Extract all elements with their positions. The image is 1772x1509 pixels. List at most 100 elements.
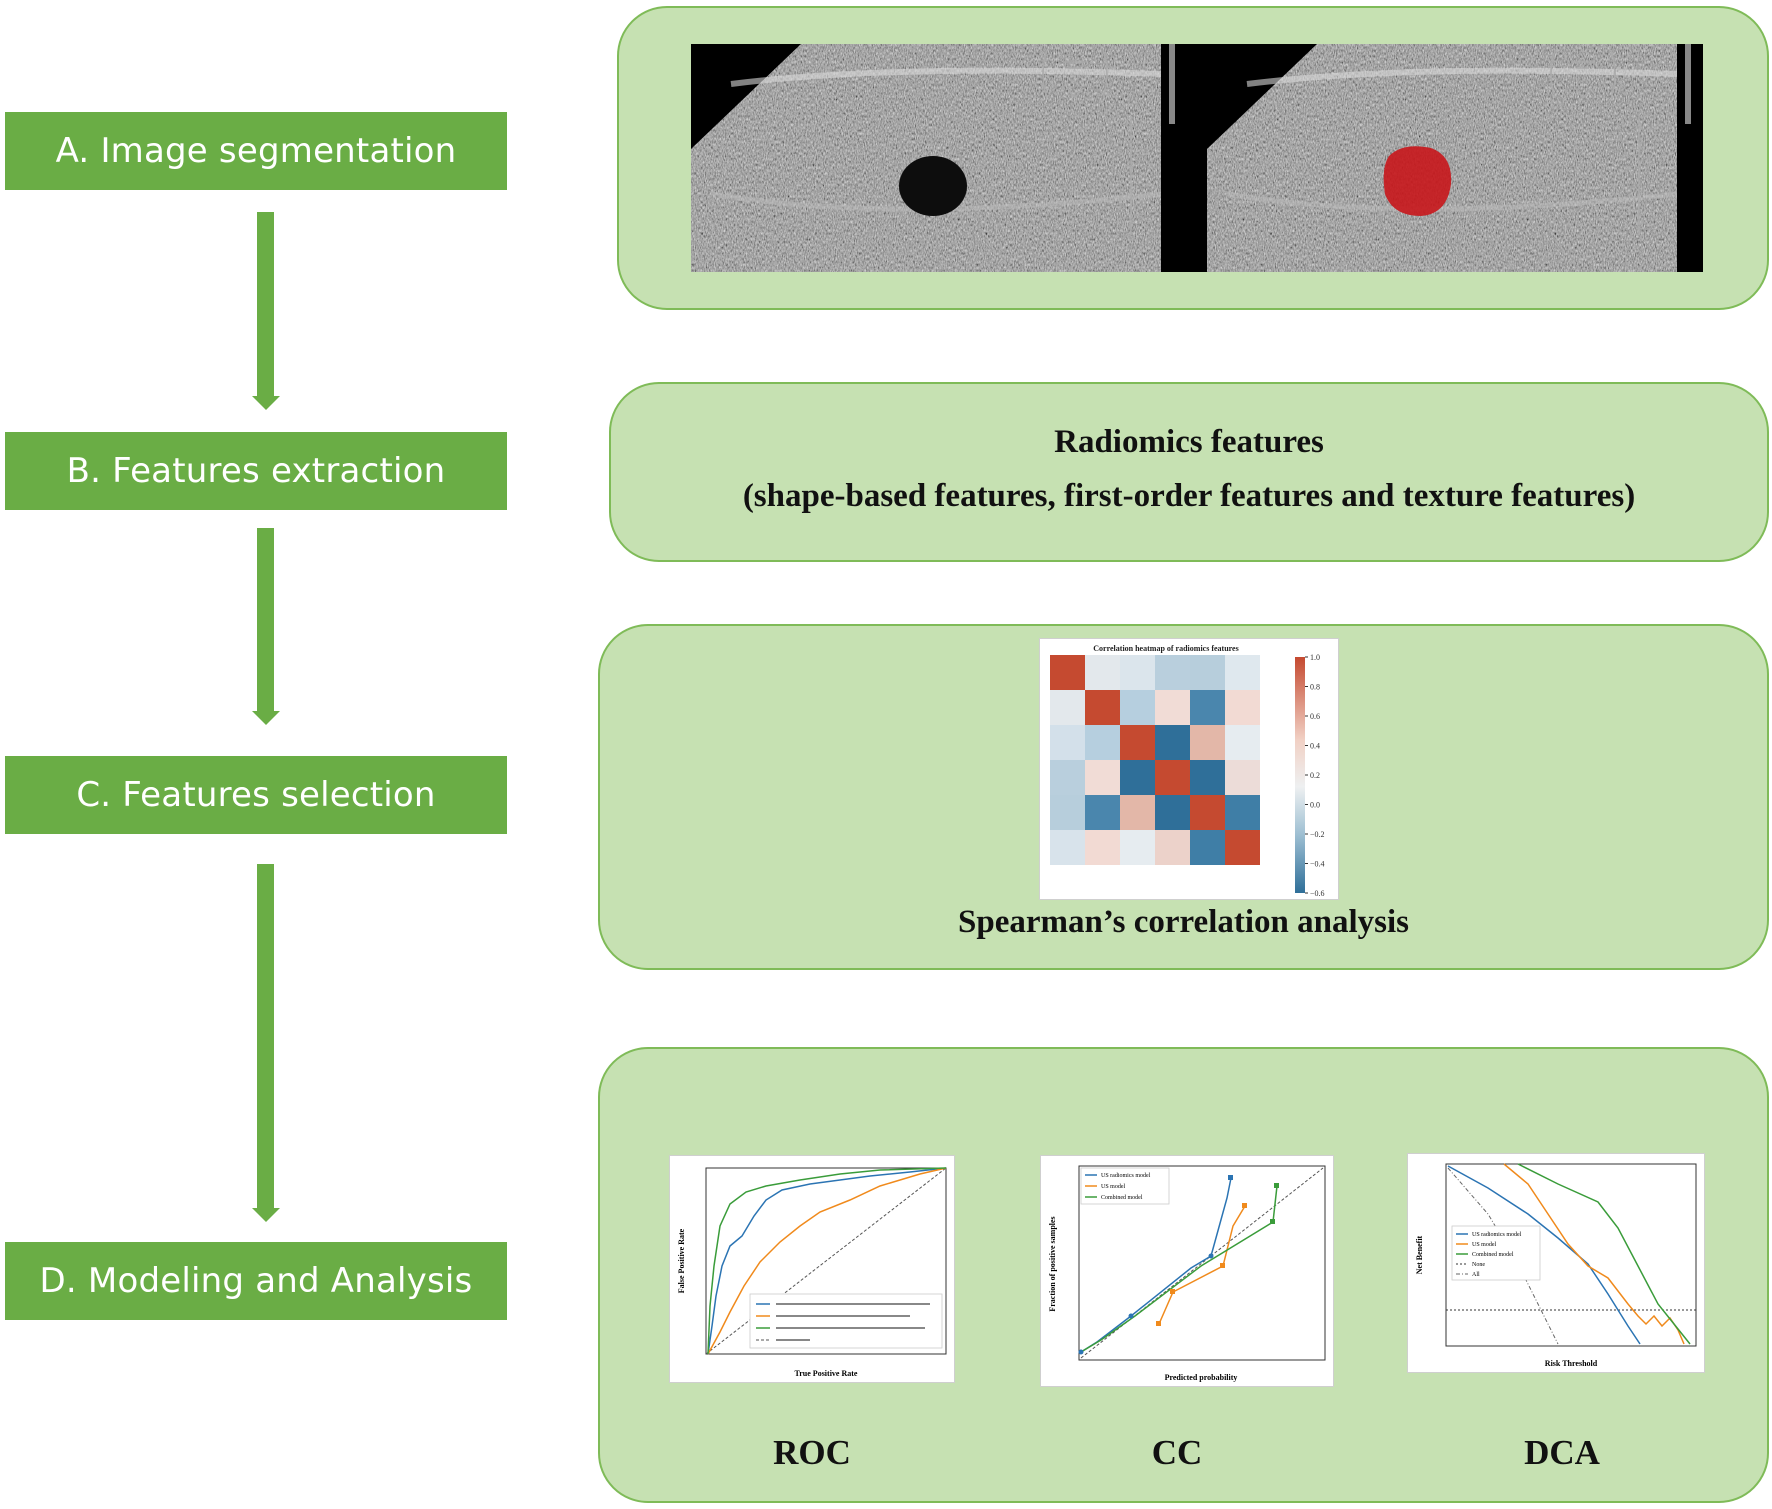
colorbar [1295, 657, 1305, 893]
heatmap-cell [1085, 725, 1120, 760]
panel-features-extraction: Radiomics features (shape-based features… [609, 382, 1769, 562]
arrowhead-c-to-d [252, 1208, 280, 1222]
colorbar-tick-label: 1.0 [1310, 653, 1320, 662]
colorbar-tick-label: −0.2 [1310, 830, 1325, 839]
panel-features-selection: Correlation heatmap of radiomics feature… [598, 624, 1769, 970]
dca-plot: US radiomics model US model Combined mod… [1407, 1153, 1705, 1373]
correlation-heatmap-figure: Correlation heatmap of radiomics feature… [1039, 638, 1339, 900]
panel-image-segmentation [617, 6, 1769, 310]
heatmap-cell [1085, 795, 1120, 830]
roc-curve-combined [707, 1167, 947, 1355]
heatmap-cell [1050, 690, 1085, 725]
arrow-b-to-c [257, 528, 274, 713]
dca-curve-us [1503, 1163, 1685, 1345]
heatmap-cell [1225, 725, 1260, 760]
heatmap-cell [1190, 725, 1225, 760]
arrow-a-to-b [257, 212, 274, 398]
colorbar-tick-label: 0.4 [1310, 742, 1320, 751]
heatmap-cell [1085, 830, 1120, 865]
heatmap-cell [1050, 760, 1085, 795]
heatmap-cell [1225, 655, 1260, 690]
step-d-label: D. Modeling and Analysis [39, 1261, 473, 1301]
heatmap-cell [1190, 655, 1225, 690]
heatmap-cell [1050, 655, 1085, 690]
heatmap-cell [1190, 795, 1225, 830]
heatmap-cell [1190, 830, 1225, 865]
step-c-box: C. Features selection [5, 756, 507, 834]
dca-legend-all: All [1472, 1272, 1480, 1278]
heatmap-cell [1225, 760, 1260, 795]
dca-ylabel: Net Benefit [1415, 1235, 1424, 1274]
colorbar-tick-label: 0.8 [1310, 683, 1320, 692]
roc-label: ROC [773, 1433, 851, 1472]
heatmap-cell [1155, 725, 1190, 760]
cc-legend-us: US model [1101, 1184, 1126, 1190]
step-b-label: B. Features extraction [66, 451, 446, 491]
dca-curve-combined [1517, 1163, 1691, 1345]
step-b-box: B. Features extraction [5, 432, 507, 510]
heatmap-cell [1050, 725, 1085, 760]
heatmap-cell [1050, 830, 1085, 865]
heatmap-cell [1225, 830, 1260, 865]
ultrasound-segmented [1207, 44, 1703, 272]
dca-curve-radiomics [1447, 1165, 1641, 1345]
cc-ylabel: Fraction of positive samples [1048, 1216, 1057, 1311]
heatmap-cell [1085, 760, 1120, 795]
colorbar-tick-label: −0.4 [1310, 860, 1325, 869]
colorbar-tick-label: 0.0 [1310, 801, 1320, 810]
heatmap-cells [1050, 655, 1260, 865]
step-a-box: A. Image segmentation [5, 112, 507, 190]
ultrasound-image-pair [691, 44, 1703, 272]
roc-plot: True Positive Rate False Positive Rate [669, 1155, 955, 1383]
heatmap-cell [1190, 690, 1225, 725]
heatmap-title: Correlation heatmap of radiomics feature… [1093, 644, 1238, 653]
heatmap-cell [1120, 830, 1155, 865]
arrowhead-a-to-b [252, 396, 280, 410]
heatmap-cell [1120, 760, 1155, 795]
arrow-c-to-d [257, 864, 274, 1210]
cc-legend-combined: Combined model [1101, 1195, 1143, 1201]
cc-label: CC [1151, 1433, 1203, 1472]
step-c-label: C. Features selection [76, 775, 436, 815]
heatmap-cell [1190, 760, 1225, 795]
roc-xlabel: True Positive Rate [795, 1369, 858, 1378]
step-a-label: A. Image segmentation [55, 131, 457, 171]
heatmap-cell [1155, 760, 1190, 795]
heatmap-cell [1085, 655, 1120, 690]
dca-legend-radiomics: US radiomics model [1472, 1232, 1522, 1238]
spearman-caption: Spearman’s correlation analysis [958, 904, 1409, 940]
step-d-box: D. Modeling and Analysis [5, 1242, 507, 1320]
cc-plot: US radiomics model US model Combined mod… [1040, 1155, 1334, 1387]
panel-modeling-analysis: True Positive Rate False Positive Rate U… [598, 1047, 1769, 1503]
heatmap-cell [1050, 795, 1085, 830]
colorbar-ticks: 1.0 0.8 0.6 0.4 0.2 0.0 −0.2 −0.4 −0.6 [1305, 653, 1325, 898]
heatmap-cell [1155, 655, 1190, 690]
colorbar-tick-label: 0.2 [1310, 771, 1320, 780]
dca-legend-combined: Combined model [1472, 1252, 1514, 1258]
heatmap-cell [1120, 690, 1155, 725]
cc-curve-combined [1080, 1185, 1278, 1353]
heatmap-cell [1155, 690, 1190, 725]
radiomics-features-title: Radiomics features [1054, 424, 1324, 460]
roc-ylabel: False Positive Rate [677, 1228, 686, 1293]
roc-curve-radiomics [707, 1167, 947, 1355]
radiomics-features-subtitle: (shape-based features, first-order featu… [742, 478, 1636, 514]
dca-legend-us: US model [1472, 1242, 1497, 1248]
colorbar-tick-label: −0.6 [1310, 889, 1325, 898]
cc-xlabel: Predicted probability [1165, 1373, 1238, 1382]
heatmap-cell [1155, 830, 1190, 865]
dca-label: DCA [1524, 1433, 1600, 1472]
tumor-roi-mask [1383, 146, 1452, 216]
arrowhead-b-to-c [252, 711, 280, 725]
cc-legend-radiomics: US radiomics model [1101, 1173, 1151, 1179]
colorbar-tick-label: 0.6 [1310, 712, 1320, 721]
heatmap-cell [1085, 690, 1120, 725]
dca-legend-none: None [1472, 1262, 1485, 1268]
dca-xlabel: Risk Threshold [1545, 1359, 1598, 1368]
heatmap-cell [1120, 725, 1155, 760]
heatmap-cell [1225, 690, 1260, 725]
heatmap-cell [1120, 795, 1155, 830]
heatmap-cell [1225, 795, 1260, 830]
heatmap-cell [1120, 655, 1155, 690]
roc-curve-us [707, 1167, 947, 1355]
